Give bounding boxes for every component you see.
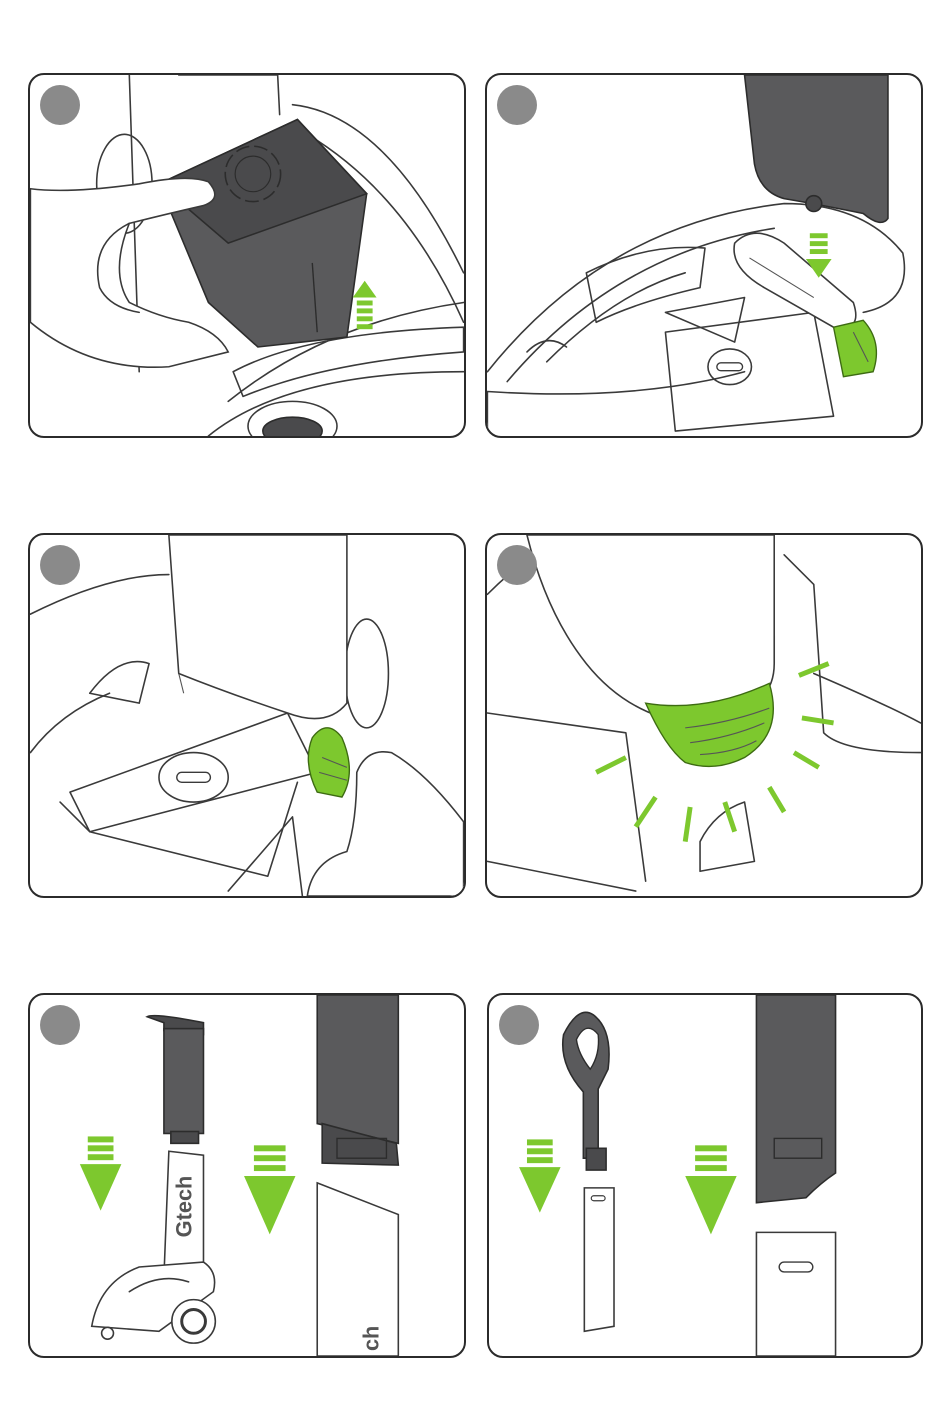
tube xyxy=(169,535,347,719)
release-latch xyxy=(834,320,877,376)
arrow-down-icon xyxy=(80,1136,122,1210)
vacuum-stick xyxy=(584,1188,614,1331)
tube xyxy=(527,535,774,723)
latch-press-illustration xyxy=(30,535,464,896)
arrow-down-icon xyxy=(685,1145,736,1234)
release-latch xyxy=(308,728,349,797)
latch-click-illustration xyxy=(487,535,921,896)
step-panel-1 xyxy=(28,73,466,438)
tube-fit-illustration: Gtech ch xyxy=(30,995,464,1356)
battery-insert-illustration xyxy=(30,75,464,436)
step-number-badge xyxy=(40,85,80,125)
handle-attach-illustration xyxy=(487,75,921,436)
step-panel-5: Gtech ch xyxy=(28,993,466,1358)
arrow-down-icon xyxy=(244,1145,295,1234)
step-number-badge xyxy=(497,85,537,125)
step-number-badge xyxy=(40,1005,80,1045)
tube-large xyxy=(756,995,835,1203)
step-number-badge xyxy=(499,1005,539,1045)
arrow-up-icon xyxy=(353,281,377,329)
step-panel-2 xyxy=(485,73,923,438)
handle-fit-illustration xyxy=(489,995,921,1356)
logo-small: Gtech xyxy=(172,1176,197,1238)
arrow-down-icon xyxy=(519,1139,561,1212)
logo-large: ch xyxy=(359,1326,384,1351)
step-panel-4 xyxy=(485,533,923,898)
tube-small xyxy=(164,1029,204,1134)
step-number-badge xyxy=(40,545,80,585)
step-panel-3 xyxy=(28,533,466,898)
step-number-badge xyxy=(497,545,537,585)
step-panel-6 xyxy=(487,993,923,1358)
tube-large xyxy=(317,995,398,1143)
